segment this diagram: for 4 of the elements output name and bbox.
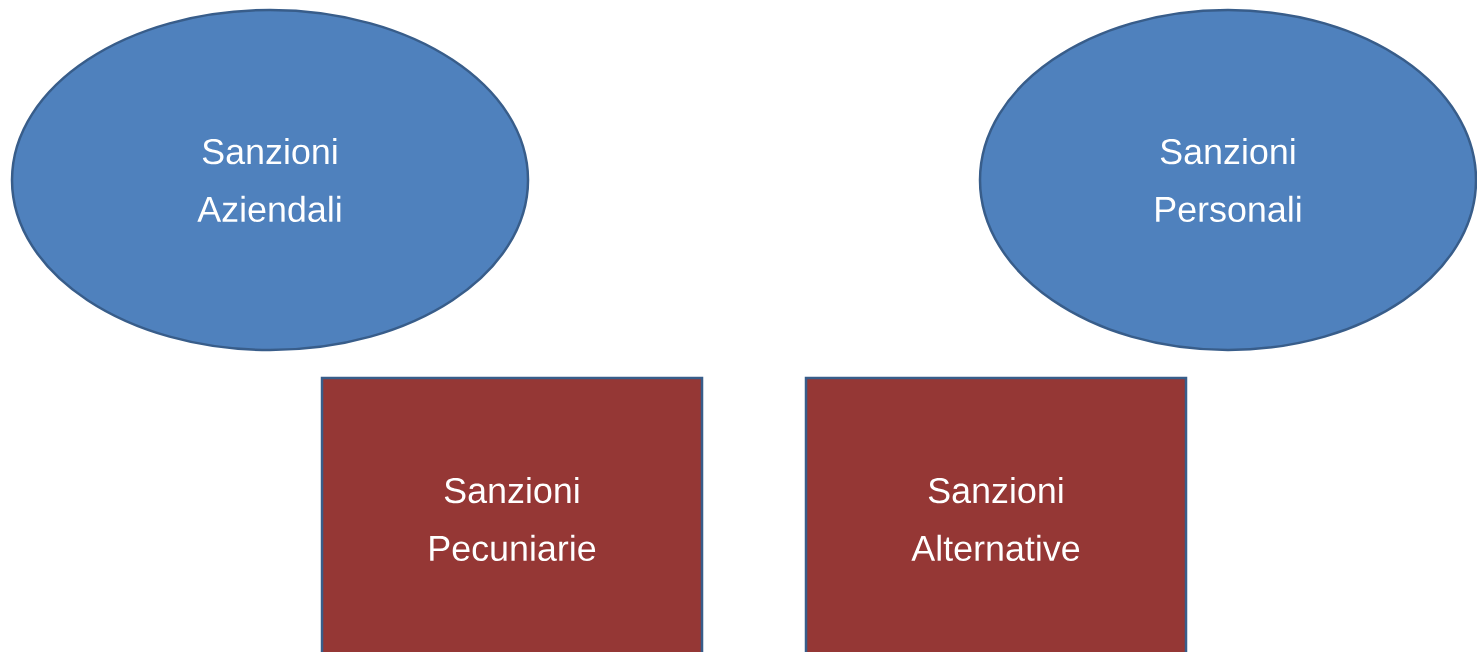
ellipse-node: Sanzioni Personali xyxy=(978,8,1477,352)
rectangle-node: Sanzioni Pecuniarie xyxy=(320,376,704,652)
ellipse-node: Sanzioni Aziendali xyxy=(10,8,530,352)
rectangle-node: Sanzioni Alternative xyxy=(804,376,1188,652)
